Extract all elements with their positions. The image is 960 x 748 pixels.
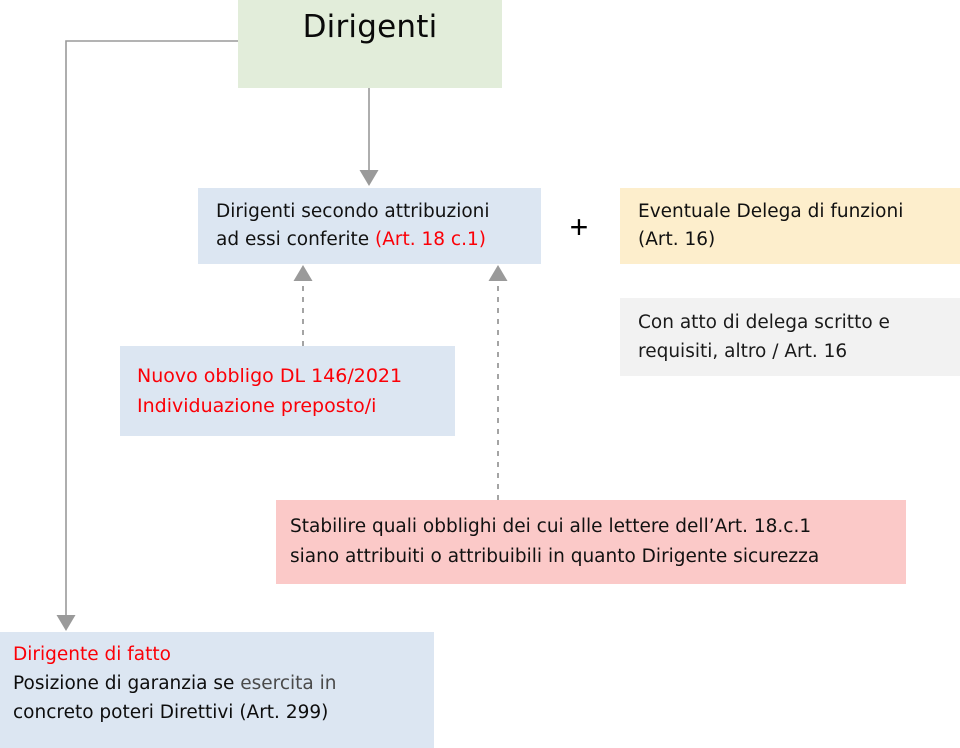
- node-attribuzioni-line1: Dirigenti secondo attribuzioni: [216, 201, 490, 222]
- node-attribuzioni-line2: ad essi conferite (Art. 18 c.1): [216, 226, 523, 254]
- node-dirigente-di-fatto[interactable]: Dirigente di fatto Posizione di garanzia…: [0, 632, 434, 748]
- node-dirigenti-label: Dirigenti: [302, 9, 438, 45]
- node-fatto-line2-black: Posizione di garanzia se: [13, 673, 241, 694]
- node-attribuzioni-article-ref: (Art. 18 c.1): [375, 229, 486, 250]
- dashed-arrow-stabilire-to-attribuzioni: [488, 265, 508, 500]
- node-fatto-line3: concreto poteri Direttivi (Art. 299): [13, 702, 329, 723]
- node-eventuale-delega[interactable]: Eventuale Delega di funzioni (Art. 16): [620, 188, 960, 264]
- node-atto-di-delega[interactable]: Con atto di delega scritto e requisiti, …: [620, 298, 960, 376]
- node-stabilire-line2: siano attribuiti o attribuibili in quant…: [290, 546, 820, 567]
- node-fatto-line2-gray: esercita in: [240, 673, 337, 694]
- node-attribuzioni-line2-text: ad essi conferite: [216, 229, 376, 250]
- node-stabilire-line1: Stabilire quali obblighi dei cui alle le…: [290, 516, 812, 537]
- arrow-dirigenti-to-attribuzioni: [359, 88, 379, 186]
- node-stabilire-obblighi[interactable]: Stabilire quali obblighi dei cui alle le…: [276, 500, 906, 584]
- node-fatto-line2: Posizione di garanzia se esercita in: [13, 669, 421, 698]
- node-dirigenti-attribuzioni[interactable]: Dirigenti secondo attribuzioni ad essi c…: [198, 188, 541, 264]
- plus-operator-symbol: +: [569, 209, 589, 245]
- node-nuovo-obbligo-preposto[interactable]: Nuovo obbligo DL 146/2021 Individuazione…: [120, 346, 455, 436]
- node-obbligo-line2: Individuazione preposto/i: [137, 395, 377, 417]
- node-delega-line1: Eventuale Delega di funzioni: [638, 201, 904, 222]
- node-obbligo-line1: Nuovo obbligo DL 146/2021: [137, 365, 403, 387]
- node-atto-line1: Con atto di delega scritto e: [638, 312, 890, 333]
- node-atto-line2: requisiti, altro / Art. 16: [638, 341, 848, 362]
- node-dirigenti-title[interactable]: Dirigenti: [238, 0, 502, 88]
- arrow-dirigenti-to-dirigente-di-fatto: [56, 40, 238, 631]
- node-fatto-heading: Dirigente di fatto: [13, 644, 171, 665]
- dashed-arrow-obbligo-to-attribuzioni: [293, 265, 313, 346]
- node-delega-article-ref: (Art. 16): [638, 229, 716, 250]
